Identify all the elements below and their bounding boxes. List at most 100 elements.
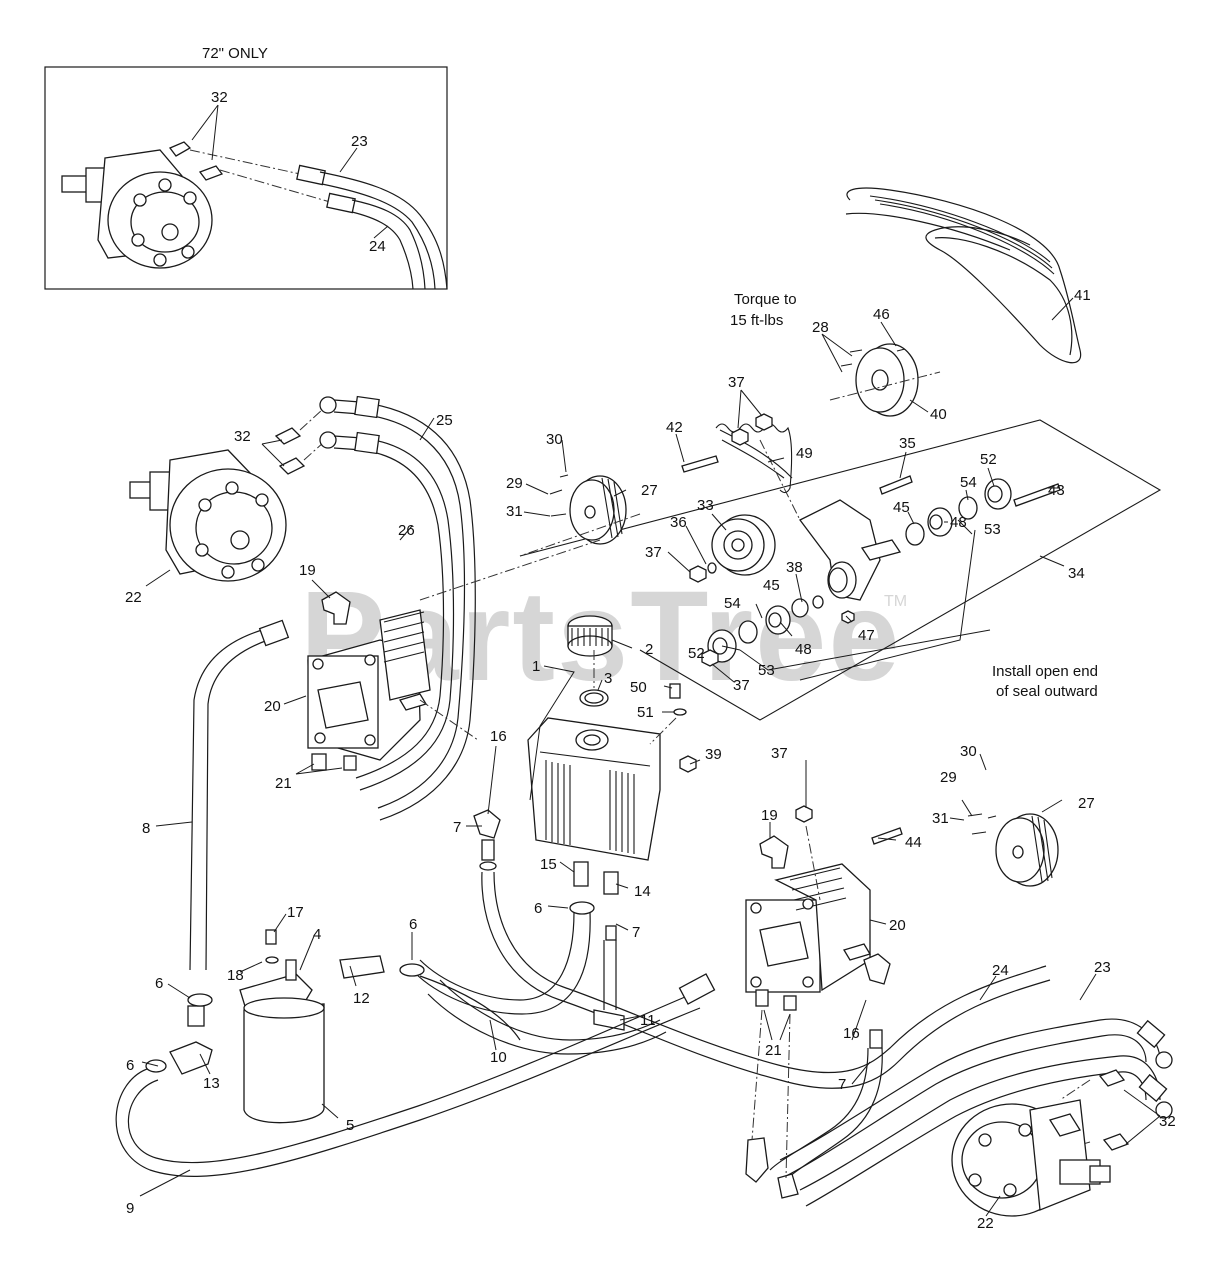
callout-7: 7 (453, 819, 461, 836)
callout-23: 23 (351, 133, 368, 150)
callout-45: 45 (893, 499, 910, 516)
callout-19-right: 19 (761, 807, 778, 824)
elbow-12 (339, 955, 521, 1041)
callout-6-left: 6 (155, 975, 163, 992)
callout-30-right: 30 (960, 743, 977, 760)
hose-10 (427, 979, 667, 1055)
callout-38: 38 (786, 559, 803, 576)
callout-22: 22 (125, 589, 142, 606)
oil-filter-assembly (239, 929, 325, 1124)
callout-22-lower: 22 (977, 1215, 994, 1232)
callout-24-right: 24 (992, 962, 1009, 979)
callout-28: 28 (812, 319, 829, 336)
callout-37-mid: 37 (645, 544, 662, 561)
callout-31-right: 31 (932, 810, 949, 827)
seal-note-line1: Install open end (992, 663, 1098, 680)
callout-11: 11 (640, 1012, 656, 1029)
hose-return (473, 809, 1051, 1089)
seal-note-line2: of seal outward (996, 683, 1098, 700)
callout-7-right: 7 (838, 1076, 846, 1093)
inset-hoses (296, 164, 448, 290)
fitting-13 (145, 993, 213, 1075)
callout-20-right: 20 (889, 917, 906, 934)
callout-48-left: 48 (795, 641, 812, 658)
callout-43: 43 (1048, 482, 1065, 499)
callout-33: 33 (697, 497, 714, 514)
callout-17: 17 (287, 904, 304, 921)
inset-fittings (168, 141, 331, 203)
callout-39: 39 (705, 746, 722, 763)
oil-reservoir (527, 717, 661, 861)
callout-14: 14 (634, 883, 651, 900)
callout-21: 21 (275, 775, 292, 792)
callout-49: 49 (796, 445, 813, 462)
callout-32-upper: 32 (234, 428, 251, 445)
nut-39 (679, 755, 697, 773)
callout-20: 20 (264, 698, 281, 715)
callout-10: 10 (490, 1049, 507, 1066)
callout-35: 35 (899, 435, 916, 452)
callout-36: 36 (670, 514, 687, 531)
callout-26: 26 (398, 522, 415, 539)
callout-50: 50 (630, 679, 647, 696)
callout-19: 19 (299, 562, 316, 579)
callout-labels: 32 23 24 41 46 28 40 37 42 49 35 52 43 5… (125, 89, 1176, 1232)
callout-48: 48 (950, 514, 967, 531)
callout-24: 24 (369, 238, 386, 255)
leader-lines (139, 104, 1161, 1217)
callout-2: 2 (645, 641, 653, 658)
wheel-motor-upper-left (129, 449, 287, 582)
reservoir-fittings (573, 861, 619, 895)
inset-title: 72" ONLY (202, 45, 268, 62)
fittings-32-upper (274, 409, 325, 475)
callout-37-right: 37 (771, 745, 788, 762)
callout-40: 40 (930, 406, 947, 423)
callout-4: 4 (313, 926, 321, 943)
pulley-27-right (967, 813, 1059, 887)
hose-9 (115, 973, 716, 1177)
tee-fitting-11 (593, 1009, 625, 1031)
bolts (681, 455, 1061, 507)
hose-8 (189, 619, 290, 971)
callout-32: 32 (211, 89, 228, 106)
nut-37-right (795, 805, 813, 823)
callout-12: 12 (353, 990, 370, 1007)
torque-note-line1: Torque to (734, 291, 797, 308)
callout-53: 53 (984, 521, 1001, 538)
callout-31: 31 (506, 503, 523, 520)
watermark-trademark: TM (884, 593, 907, 610)
callout-9: 9 (126, 1200, 134, 1217)
idler-assembly-outline (519, 419, 1162, 721)
inset-wheel-motor (61, 149, 213, 269)
pulley-27-upper (549, 474, 627, 545)
callout-44: 44 (905, 834, 922, 851)
callout-37-lower: 37 (733, 677, 750, 694)
callout-53-left: 53 (758, 662, 775, 679)
callout-52-left: 52 (688, 645, 705, 662)
callout-15: 15 (540, 856, 557, 873)
bearing-seal-stack-right (905, 478, 1012, 546)
torque-note-line2: 15 ft-lbs (730, 312, 783, 329)
elbow-19-left (321, 591, 351, 625)
callout-23-right: 23 (1094, 959, 1111, 976)
callout-18: 18 (227, 967, 244, 984)
callout-52: 52 (980, 451, 997, 468)
callout-29: 29 (506, 475, 523, 492)
callout-30: 30 (546, 431, 563, 448)
callout-51: 51 (637, 704, 654, 721)
callout-6-low: 6 (126, 1057, 134, 1074)
idler-pulley-40 (829, 343, 941, 417)
callout-29-right: 29 (940, 769, 957, 786)
inset-72-only (44, 66, 448, 290)
elbow-16-right (769, 953, 891, 1185)
drive-belt (845, 187, 1082, 364)
hydro-pump-right (745, 863, 871, 1011)
callout-3: 3 (604, 670, 612, 687)
callout-41: 41 (1074, 287, 1091, 304)
spring-49 (715, 423, 793, 494)
hose-reservoir-outlet (413, 901, 617, 1015)
nuts-37-top (731, 413, 773, 446)
elbow-19-right (759, 835, 789, 869)
callout-45-left: 45 (763, 577, 780, 594)
callout-6-top: 6 (409, 916, 417, 933)
